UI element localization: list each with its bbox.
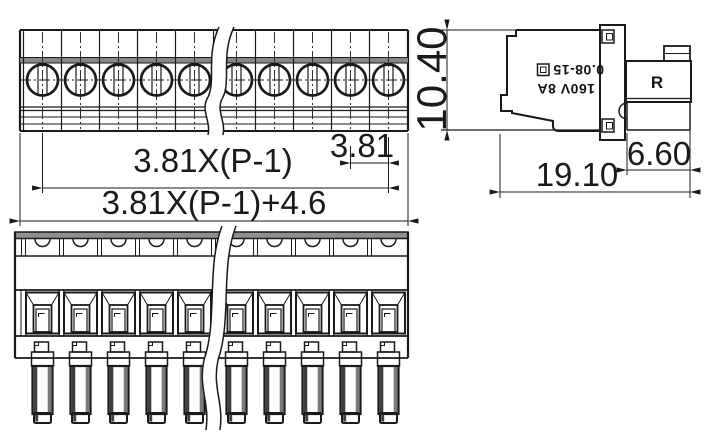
screw-terminal-circle <box>101 30 136 131</box>
plug-position <box>332 237 369 425</box>
product-marking: 160V 8A 0.08-15 <box>536 62 604 97</box>
screw-terminal-circle <box>25 30 60 131</box>
plug-position <box>370 237 407 425</box>
plug-position <box>176 237 213 425</box>
side-plug-section: R <box>625 45 692 131</box>
break-line <box>201 225 223 431</box>
break-line <box>219 26 235 136</box>
dimension-pitch-span: 3.81X(P-1) <box>133 142 293 179</box>
top-view-dimensions: 3.81 3.81X(P-1) 3.81X(P-1)+4.6 <box>9 127 419 226</box>
dimension-pitch: 3.81 <box>330 127 394 164</box>
break-line <box>215 225 237 431</box>
screw-terminal-circle <box>139 30 174 131</box>
plug-position <box>62 237 99 425</box>
pin-exit-arc <box>618 102 628 120</box>
plug-position <box>256 237 293 425</box>
square-certification-icon <box>536 63 550 77</box>
screw-terminal-circle <box>371 30 406 131</box>
plug-position <box>294 237 331 425</box>
plug-position <box>218 237 255 425</box>
dimension-depth: 19.10 <box>536 156 619 193</box>
dimension-height: 10.40 <box>408 26 455 131</box>
screw-terminal-circle <box>295 30 330 131</box>
bottom-view-front <box>13 225 410 431</box>
screw-terminal-circle <box>333 30 368 131</box>
break-line <box>204 26 220 136</box>
side-view-dimensions: 10.40 6.60 19.10 <box>408 19 701 198</box>
top-view-plan <box>18 26 410 136</box>
top-view-shaded-band <box>20 57 219 63</box>
plug-label: R <box>651 73 663 92</box>
plug-position <box>100 237 137 425</box>
plug-position <box>138 237 175 425</box>
screw-terminal-circle <box>257 30 292 131</box>
side-body-profile <box>500 30 600 132</box>
side-view: R 160V 8A 0.08-15 10.40 6.60 19.10 <box>408 19 701 198</box>
marking-wire-range-text: 0.08-15 <box>553 62 604 78</box>
dimension-overall-width: 3.81X(P-1)+4.6 <box>102 184 327 221</box>
screw-terminal-circle <box>63 30 98 131</box>
dimension-plug-depth: 6.60 <box>627 135 691 172</box>
plug-position <box>24 237 61 425</box>
marking-rating-text: 160V 8A <box>537 81 595 97</box>
